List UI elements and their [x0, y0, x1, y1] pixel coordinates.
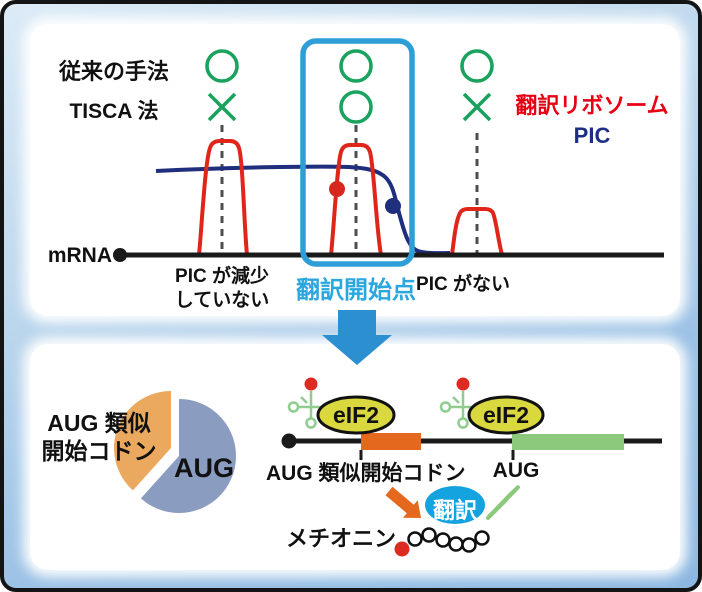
- methionine-label: メチオニン: [285, 526, 396, 551]
- translation-label: 翻訳: [432, 498, 477, 523]
- legend-ribosome-label: 翻訳リボソーム: [515, 93, 669, 118]
- pie-label-aug-like: AUG 類似 開始コドン: [41, 410, 157, 464]
- eif2-label-1: eIF2: [332, 402, 380, 428]
- annotation-pic-not-decreased: PIC が減少 していない: [174, 266, 270, 311]
- legend-pic-label: PIC: [573, 123, 611, 148]
- annotation-no-pic: PIC がない: [416, 274, 510, 295]
- tisca-method-label: TISCA 法: [69, 100, 159, 123]
- mrna-label: mRNA: [47, 244, 112, 267]
- eif2-label-2: eIF2: [482, 402, 530, 428]
- codon-label-aug-like: AUG 類似開始コドン: [266, 462, 466, 485]
- codon-label-aug: AUG: [492, 459, 540, 482]
- conventional-method-label: 従来の手法: [58, 59, 169, 84]
- annotation-translation-start: 翻訳開始点: [296, 277, 416, 304]
- pie-label-aug: AUG: [174, 453, 234, 483]
